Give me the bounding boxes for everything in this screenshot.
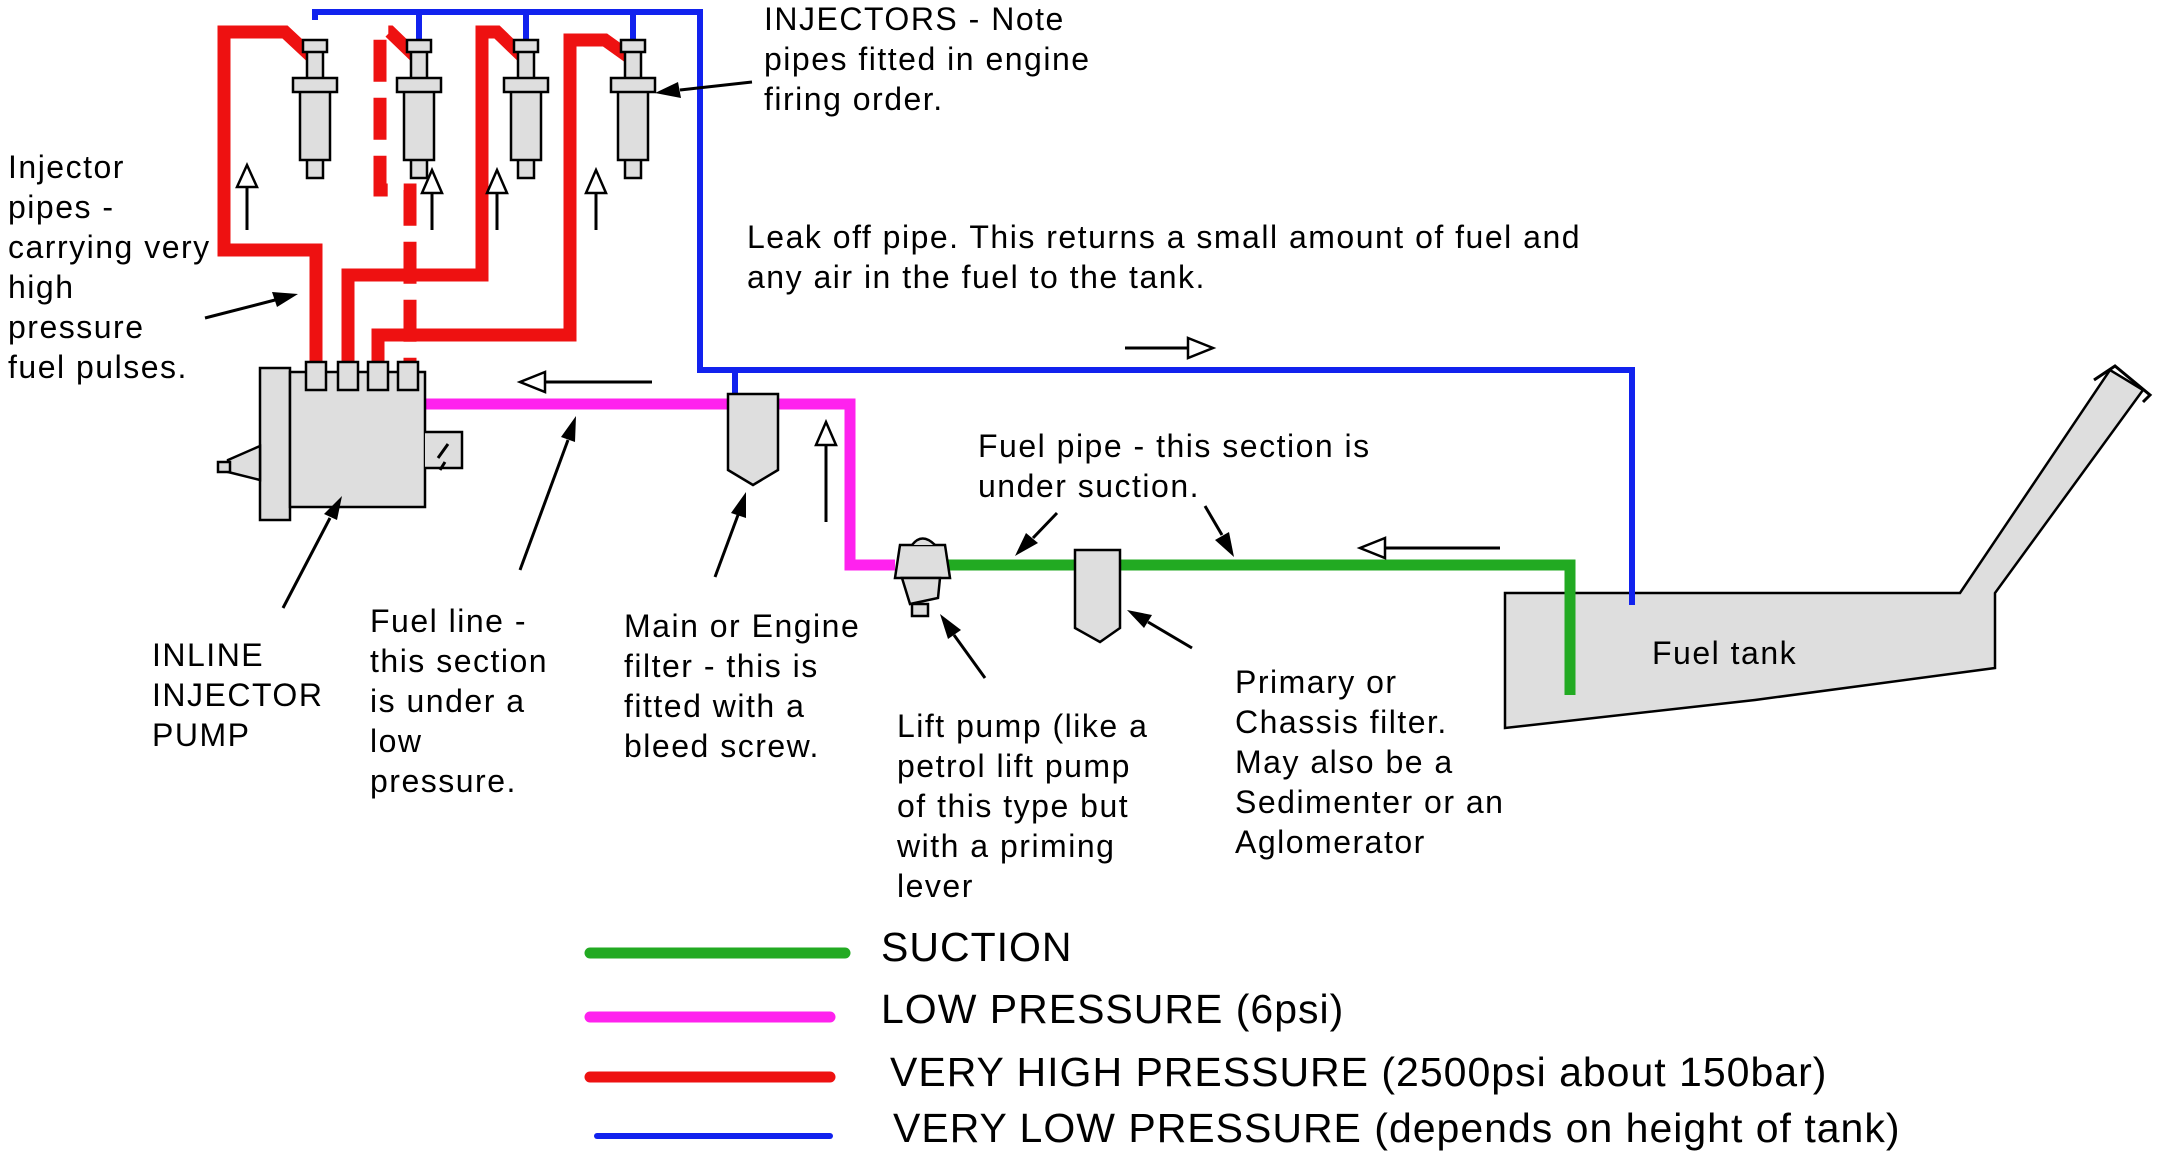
injectors [291,38,657,180]
main-filter-label: Main or Engine filter - this is fitted w… [624,608,871,764]
legend-label: LOW PRESSURE (6psi) [881,986,1344,1032]
pointer-fuel-pipe-right [1203,505,1234,557]
injector-pipes [217,25,637,362]
pointer-fuel-line [518,416,576,571]
injector-2 [395,38,443,180]
inline-injector-pump-label: INLINE INJECTOR PUMP [152,637,334,753]
flow-arrow-up [584,166,608,230]
main-engine-filter [726,392,780,487]
legend-item-suction: SUCTION [584,924,1073,970]
lift-pump-label: Lift pump (like a petrol lift pump of th… [896,708,1159,904]
legend-item-very-high-pressure: VERY HIGH PRESSURE (2500psi about 150bar… [584,1049,1827,1095]
fuel-line-label: Fuel line - this section is under a low … [370,603,558,799]
injector-1 [291,38,339,180]
fuel-tank-label: Fuel tank [1652,635,1797,671]
injectors-label: INJECTORS - Note pipes fitted in engine … [764,1,1101,117]
inline-injector-pump [216,360,464,522]
fuel-tank [1503,364,2153,730]
leak-off-pipe-label: Leak off pipe. This returns a small amou… [747,219,1591,295]
legend-label: VERY LOW PRESSURE (depends on height of … [893,1105,1900,1151]
pointer-primary-filter [1127,610,1193,650]
pointer-fuel-pipe-left [1015,511,1059,556]
lift-pump [893,537,952,618]
pointer-inline-pump [281,496,342,609]
injector-4 [609,38,657,180]
flow-arrow-up [485,166,509,230]
legend-item-very-low-pressure: VERY LOW PRESSURE (depends on height of … [594,1105,1900,1151]
pointer-main-filter [713,492,746,578]
legend: SUCTION LOW PRESSURE (6psi) VERY HIGH PR… [584,924,1900,1151]
flow-arrow-right [1125,336,1217,360]
injector-pipes-label: Injector pipes - carrying very high pres… [8,149,221,385]
low-pressure-fuel-line [425,398,895,571]
primary-filter-label: Primary or Chassis filter. May also be a… [1235,664,1515,860]
flow-arrow-left [516,370,652,394]
pointer-injector-pipes [204,292,298,320]
flow-arrows [235,161,1500,560]
flow-arrow-up [814,418,838,522]
injector-3 [502,38,550,180]
pointer-lift-pump [940,614,987,679]
primary-chassis-filter [1073,548,1122,644]
fuel-pipe-label: Fuel pipe - this section is under suctio… [978,428,1381,504]
flow-arrow-up [235,161,259,230]
legend-label: SUCTION [881,924,1073,970]
pointer-injectors [655,80,753,98]
legend-label: VERY HIGH PRESSURE (2500psi about 150bar… [890,1049,1827,1095]
pointer-lines [204,80,1234,679]
legend-item-low-pressure: LOW PRESSURE (6psi) [584,986,1344,1032]
flow-arrow-left [1356,536,1500,560]
flow-arrow-up [420,166,444,230]
